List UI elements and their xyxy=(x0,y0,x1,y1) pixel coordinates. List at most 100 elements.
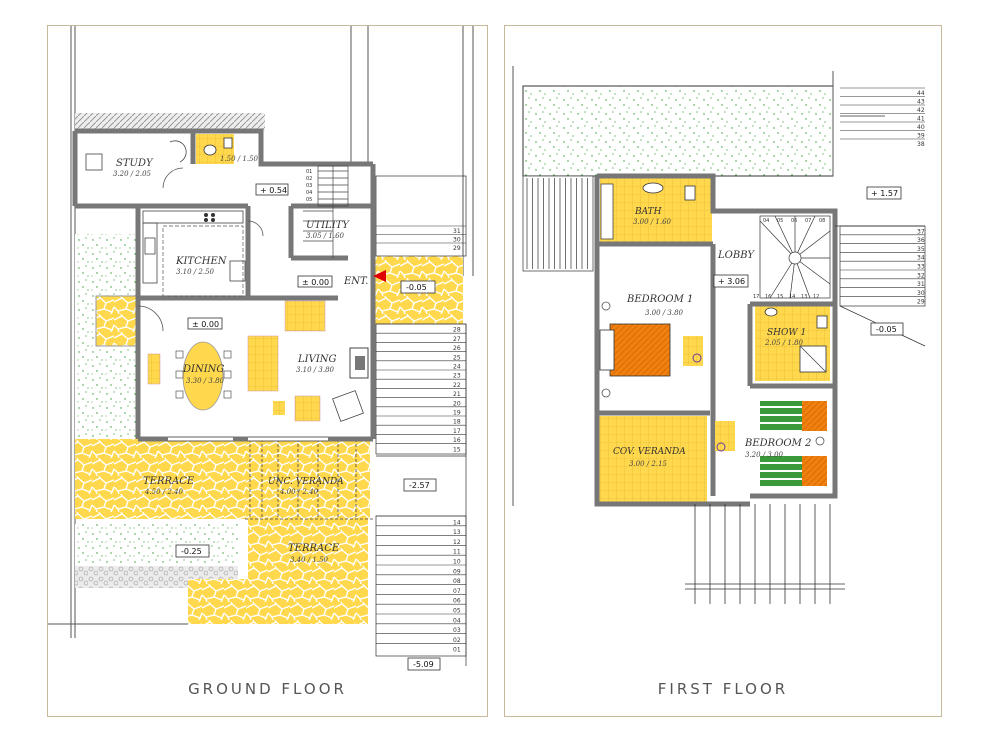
ground-right-a-step-number: 31 xyxy=(453,228,461,235)
first-floor-panel: BATH 3.00 / 1.60 LOBBY BEDROOM 1 3.00 / … xyxy=(504,25,942,717)
wc-size: 1.50 / 1.50 xyxy=(220,155,259,163)
ground-right-c-step-number: 08 xyxy=(453,578,461,585)
level-stairs-mid: -2.57 xyxy=(409,481,430,490)
ground-right-b-step-number: 18 xyxy=(453,419,461,426)
ground-right-b-step-number: 17 xyxy=(453,428,461,435)
shower-label: SHOW 1 xyxy=(767,328,806,338)
first-mid-step-number: 34 xyxy=(917,255,925,262)
ground-right-b-step-number: 19 xyxy=(453,410,461,417)
first-top-step-number: 40 xyxy=(917,124,925,131)
ground-right-c-step-number: 11 xyxy=(453,549,461,556)
uncov-veranda-size: 4.00 / 2.40 xyxy=(279,488,319,496)
terrace-left-label: TERRACE xyxy=(143,476,195,487)
ground-right-c-step-number: 12 xyxy=(453,539,461,546)
bedroom2-label: BEDROOM 2 xyxy=(744,438,811,449)
first-spiral-step-number: 15 xyxy=(777,294,783,300)
first-mid-step-number: 33 xyxy=(917,264,925,271)
first-floor-plan: BATH 3.00 / 1.60 LOBBY BEDROOM 1 3.00 / … xyxy=(512,66,926,604)
first-mid-step-number: 30 xyxy=(917,290,925,297)
ground-right-c-step-number: 02 xyxy=(453,637,461,644)
first-level-lobby: + 3.06 xyxy=(718,277,745,286)
dining-size: 3.30 / 3.80 xyxy=(186,377,225,385)
first-spiral-step-number: 06 xyxy=(791,218,797,224)
entrance-label: ENT. xyxy=(343,276,368,287)
ground-right-c-step-number: 01 xyxy=(453,647,461,654)
ground-right-c-step-number: 04 xyxy=(453,617,461,624)
ground-right-b-step-number: 26 xyxy=(453,345,461,352)
ground-floor-plan: STUDY 3.20 / 2.05 1.50 / 1.50 KITCHEN 3.… xyxy=(48,26,474,671)
cov-veranda-size: 3.00 / 2.15 xyxy=(629,460,668,468)
ground-right-b-step-number: 28 xyxy=(453,327,461,334)
level-right: -0.05 xyxy=(406,283,427,292)
ground-right-c-step-number: 06 xyxy=(453,598,461,605)
first-spiral-step-number: 07 xyxy=(805,218,811,224)
ground-right-b-step-number: 27 xyxy=(453,336,461,343)
ground-right-b-step-number: 25 xyxy=(453,354,461,361)
utility-size: 3.05 / 1.60 xyxy=(306,232,345,240)
first-mid-step-number: 37 xyxy=(917,228,925,235)
ground-floor-panel: STUDY 3.20 / 2.05 1.50 / 1.50 KITCHEN 3.… xyxy=(47,25,488,717)
dining-label: DINING xyxy=(182,364,224,375)
bath-size: 3.00 / 1.60 xyxy=(633,218,672,226)
uncov-veranda-label: UNC. VERANDA xyxy=(268,477,344,487)
first-spiral-step-number: 13 xyxy=(801,294,807,300)
first-top-step-number: 44 xyxy=(917,90,925,97)
living-label: LIVING xyxy=(297,354,337,365)
first-top-step-number: 38 xyxy=(917,141,925,148)
ground-right-b-step-number: 15 xyxy=(453,446,461,453)
ground-utility-step-number: 04 xyxy=(306,190,312,196)
first-spiral-step-number: 05 xyxy=(777,218,783,224)
ground-right-c-step-number: 10 xyxy=(453,559,461,566)
level-entry: ± 0.00 xyxy=(302,278,329,287)
ground-utility-step-number: 03 xyxy=(306,183,312,189)
ground-right-c-step-number: 03 xyxy=(453,627,461,634)
kitchen-size: 3.10 / 2.50 xyxy=(176,268,215,276)
shower-size: 2.05 / 1.80 xyxy=(764,339,804,347)
first-spiral-step-number: 12 xyxy=(813,294,819,300)
first-floor-title: FIRST FLOOR xyxy=(657,680,789,698)
first-level-right: -0.05 xyxy=(876,325,897,334)
ground-right-c-step-number: 05 xyxy=(453,608,461,615)
lobby-label: LOBBY xyxy=(717,250,755,261)
ground-right-b-step-number: 24 xyxy=(453,364,461,371)
first-spiral-step-number: 16 xyxy=(765,294,771,300)
bath-label: BATH xyxy=(634,207,662,217)
first-mid-step-number: 32 xyxy=(917,272,925,279)
first-spiral-step-number: 14 xyxy=(789,294,795,300)
first-top-step-number: 41 xyxy=(917,116,925,123)
terrace-bottom-size: 3.40 / 1.50 xyxy=(290,556,329,564)
level-garden: -0.25 xyxy=(181,547,202,556)
ground-floor-title: GROUND FLOOR xyxy=(188,680,347,698)
ground-right-b-step-number: 16 xyxy=(453,437,461,444)
ground-right-a-step-number: 29 xyxy=(453,245,461,252)
ground-right-b-step-number: 23 xyxy=(453,373,461,380)
ground-right-b-step-number: 21 xyxy=(453,391,461,398)
cov-veranda-label: COV. VERANDA xyxy=(613,447,686,457)
ground-right-b-step-number: 20 xyxy=(453,400,461,407)
ground-utility-step-number: 01 xyxy=(306,169,312,175)
bedroom1-size: 3.00 / 3.80 xyxy=(645,309,684,317)
terrace-left-size: 4.50 / 2.40 xyxy=(144,488,184,496)
terrace-bottom-label: TERRACE xyxy=(288,543,340,554)
first-top-step-number: 42 xyxy=(917,107,925,114)
kitchen-label: KITCHEN xyxy=(175,256,228,267)
first-mid-step-number: 35 xyxy=(917,246,925,253)
study-label: STUDY xyxy=(116,158,154,169)
first-level-tags: + 1.57 + 3.06 -0.05 xyxy=(713,186,904,336)
first-spiral-step-number: 04 xyxy=(763,218,769,224)
ground-utility-step-number: 05 xyxy=(306,197,312,203)
level-dining: ± 0.00 xyxy=(192,320,219,329)
first-top-step-number: 39 xyxy=(917,133,925,140)
bedroom2-size: 3.20 / 3.00 xyxy=(745,451,784,459)
ground-right-b-step-number: 22 xyxy=(453,382,461,389)
first-external-stairs xyxy=(835,115,926,347)
ground-right-a-step-number: 30 xyxy=(453,237,461,244)
first-spiral-step-number: 17 xyxy=(753,294,759,300)
first-spiral-step-number: 08 xyxy=(819,218,825,224)
living-size: 3.10 / 3.80 xyxy=(296,366,335,374)
ground-right-c-step-number: 09 xyxy=(453,568,461,575)
first-level-top: + 1.57 xyxy=(871,189,898,198)
study-size: 3.20 / 2.05 xyxy=(113,170,152,178)
ground-utility-step-number: 02 xyxy=(306,176,312,182)
ground-right-c-step-number: 14 xyxy=(453,519,461,526)
